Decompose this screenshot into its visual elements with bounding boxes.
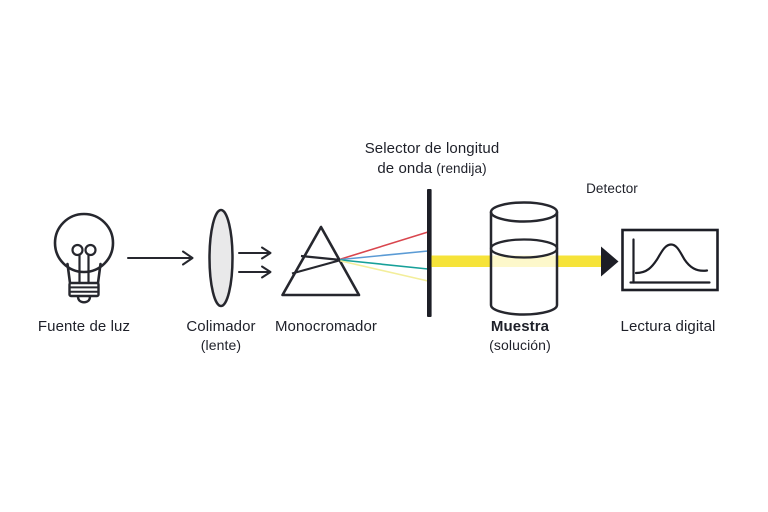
prism-icon bbox=[281, 225, 361, 297]
wavelength-selector-line1: Selector de longitud bbox=[364, 140, 500, 157]
ray-red bbox=[340, 231, 429, 260]
detector-label: Detector bbox=[586, 181, 638, 196]
ray-teal bbox=[340, 259, 429, 270]
ray-pale-yellow bbox=[340, 260, 429, 282]
collimator-label: Colimador (lente) bbox=[151, 317, 291, 355]
wavelength-selector-label: Selector de longitud de onda(rendija) bbox=[342, 139, 522, 179]
wavelength-selector-line2-main: de onda bbox=[377, 160, 433, 177]
sample-label-note: (solución) bbox=[489, 337, 551, 353]
sample-label: Muestra (solución) bbox=[450, 317, 590, 355]
cuvette-cylinder-icon bbox=[489, 201, 559, 316]
beam-arrowhead-icon bbox=[601, 246, 619, 277]
absorbance-graph-icon bbox=[621, 228, 719, 292]
lens-icon bbox=[208, 208, 234, 308]
wavelength-selector-note: (rendija) bbox=[436, 161, 487, 176]
light-source-label: Fuente de luz bbox=[37, 318, 131, 335]
readout-label: Lectura digital bbox=[620, 318, 716, 335]
slit-bar-icon bbox=[427, 189, 432, 317]
double-arrow-right-icon bbox=[238, 246, 272, 279]
collimator-label-main: Colimador bbox=[186, 318, 256, 335]
dispersed-rays bbox=[340, 231, 429, 282]
collimator-label-note: (lente) bbox=[200, 337, 242, 353]
arrow-right-icon bbox=[127, 250, 194, 266]
wavelength-selector-line2: de onda(rendija) bbox=[342, 159, 522, 179]
ray-blue bbox=[340, 250, 429, 261]
light-bulb-icon bbox=[53, 212, 115, 304]
sample-label-main: Muestra bbox=[490, 318, 550, 335]
monochromator-label: Monocromador bbox=[274, 318, 378, 335]
